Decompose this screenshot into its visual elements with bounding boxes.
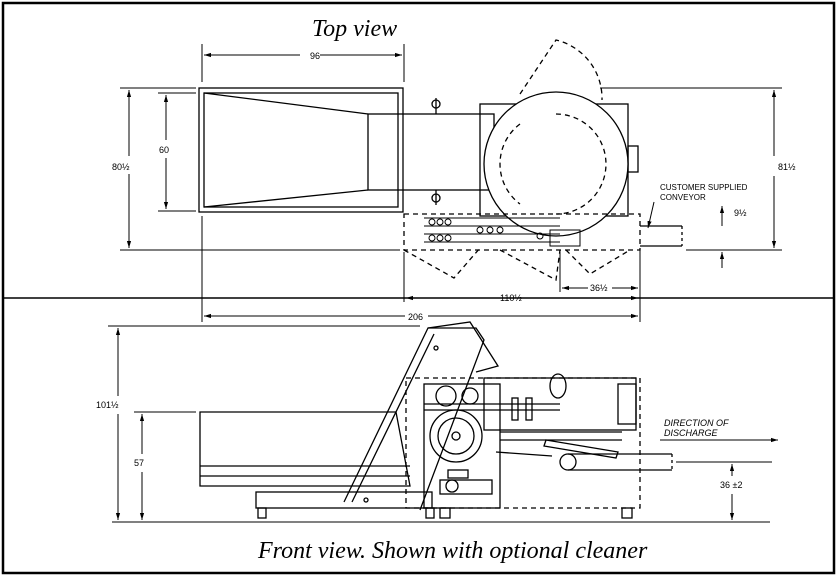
- top-view-caption: Top view: [312, 16, 398, 42]
- dim-57: 57: [134, 458, 144, 468]
- dim-9-half: 9½: [734, 208, 747, 218]
- dim-81-half: 81½: [778, 162, 796, 172]
- dim-60: 60: [159, 145, 169, 155]
- hopper-outline: [198, 87, 404, 213]
- direction-label-line2: DISCHARGE: [664, 428, 719, 438]
- dim-36-tolerance: 36 ±2: [720, 480, 742, 490]
- conveyor-label-line2: CONVEYOR: [660, 193, 706, 202]
- front-view-caption: Front view. Shown with optional cleaner: [258, 538, 648, 564]
- conveyor-label-line1: CUSTOMER SUPPLIED: [660, 183, 748, 192]
- dim-110-half: 110½: [500, 293, 522, 303]
- dim-206: 206: [408, 312, 423, 322]
- front-view-drawing: [112, 321, 770, 523]
- dim-96: 96: [310, 51, 320, 61]
- direction-label-line1: DIRECTION OF: [664, 418, 729, 428]
- dim-101-half: 101½: [96, 400, 119, 410]
- feed-chute: [367, 113, 495, 191]
- dim-36-half: 36½: [590, 283, 608, 293]
- drum-circle: [483, 91, 629, 237]
- dim-80-half: 80½: [112, 162, 130, 172]
- top-view-drawing: [198, 39, 683, 282]
